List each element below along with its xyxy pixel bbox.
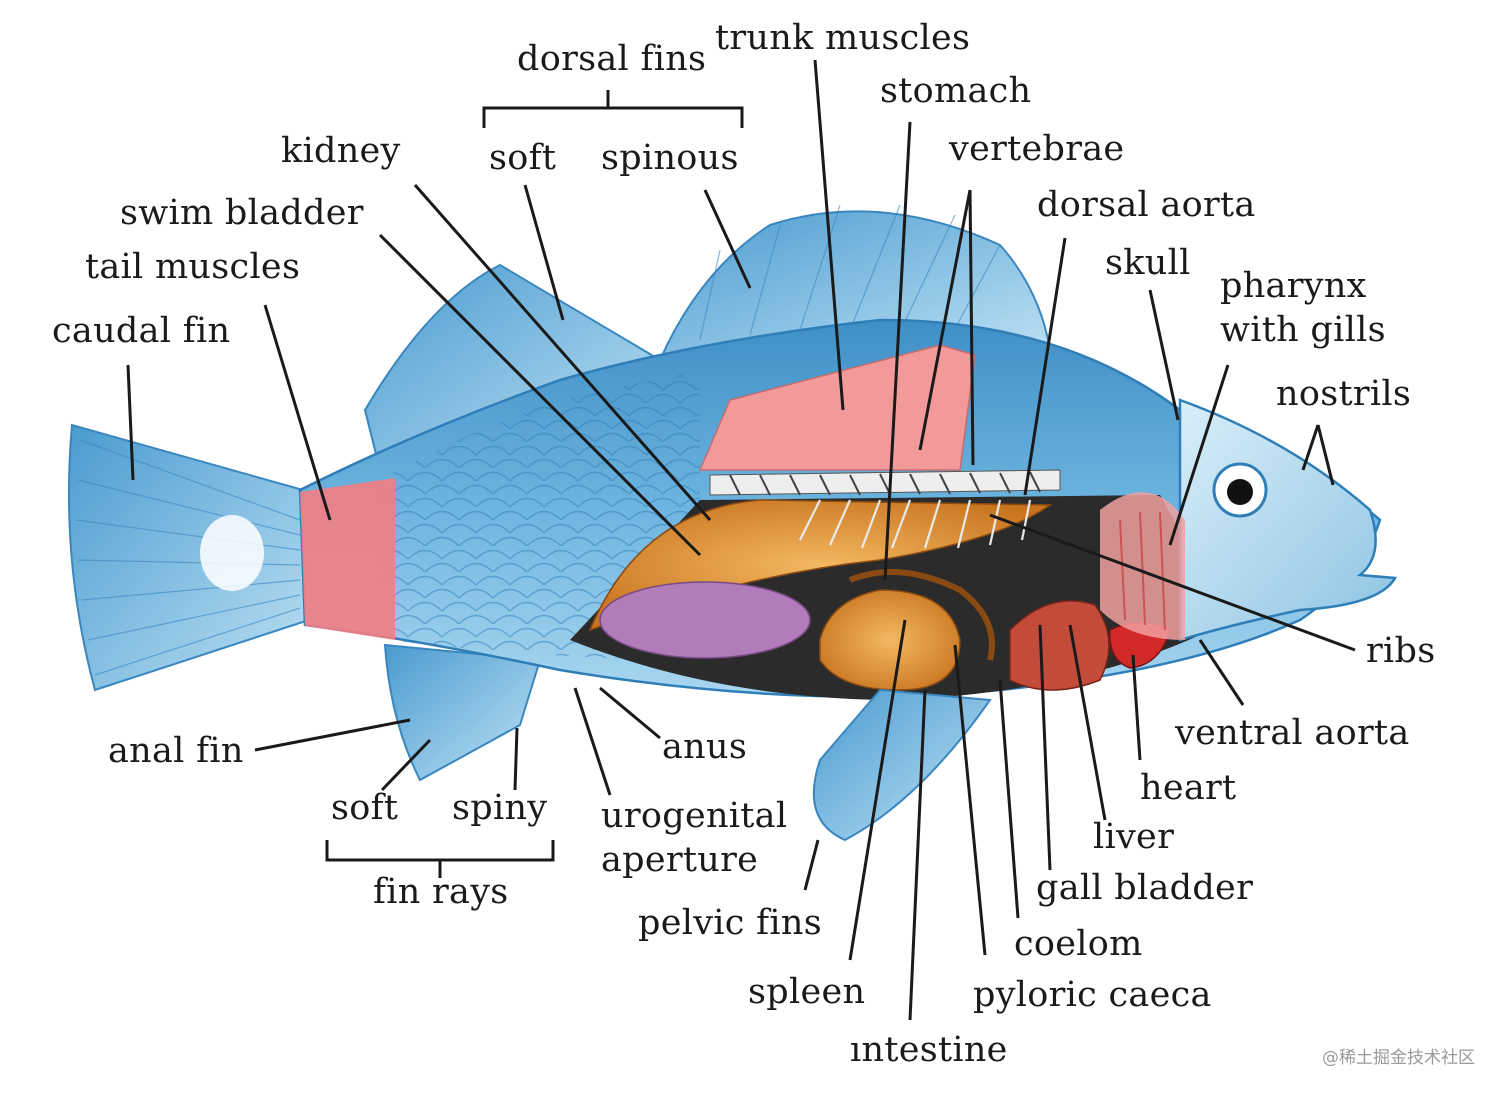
watermark-text: @稀土掘金技术社区 <box>1322 1048 1475 1068</box>
label-pharynx-line1: pharynx <box>1220 266 1367 306</box>
label-nostrils: nostrils <box>1276 374 1412 414</box>
label-ribs: ribs <box>1366 631 1436 671</box>
label-swim-bladder: swim bladder <box>120 193 364 233</box>
label-kidney: kidney <box>281 131 401 171</box>
label-trunk-muscles: trunk muscles <box>715 18 971 58</box>
intestine-shape <box>819 589 961 691</box>
label-spiny-ray: spiny <box>452 788 548 828</box>
label-soft-dorsal: soft <box>489 138 557 178</box>
label-anal-fin: anal fin <box>108 731 244 771</box>
fin-rays-bracket <box>325 840 555 878</box>
caudal-fin-shape <box>67 423 317 692</box>
label-pyloric-caeca: pyloric caeca <box>973 975 1212 1015</box>
label-urogenital-line1: urogenital <box>601 796 788 836</box>
tail-muscles-band <box>300 478 395 640</box>
label-dorsal-fins: dorsal fins <box>517 39 707 79</box>
label-intestine: ıntestine <box>850 1030 1008 1070</box>
label-caudal-fin: caudal fin <box>52 311 231 351</box>
label-coelom: coelom <box>1014 924 1143 964</box>
dorsal-fins-bracket <box>482 90 744 128</box>
label-spinous: spinous <box>601 138 739 178</box>
label-soft-ray: soft <box>331 788 399 828</box>
label-ventral-aorta: ventral aorta <box>1175 713 1410 753</box>
label-heart: heart <box>1140 768 1237 808</box>
label-pharynx-line2: with gills <box>1220 310 1386 350</box>
label-gall-bladder: gall bladder <box>1036 868 1254 908</box>
label-dorsal-aorta: dorsal aorta <box>1037 185 1256 225</box>
spleen-shape <box>599 581 811 659</box>
leader-lines <box>126 59 1356 1021</box>
pelvic-fin-shape <box>812 688 992 842</box>
label-skull: skull <box>1105 243 1191 283</box>
trunk-muscles-shape <box>698 344 976 471</box>
label-urogenital-line2: aperture <box>601 840 759 880</box>
label-pelvic-fins: pelvic fins <box>638 903 822 943</box>
label-tail-muscles: tail muscles <box>85 247 301 287</box>
label-anus: anus <box>662 727 748 767</box>
label-stomach: stomach <box>880 71 1032 111</box>
liver-shape <box>1009 600 1110 691</box>
label-liver: liver <box>1093 817 1175 857</box>
label-fin-rays: fin rays <box>373 872 509 912</box>
label-vertebrae: vertebrae <box>949 129 1125 169</box>
head-shape <box>1178 398 1398 642</box>
label-spleen: spleen <box>748 972 866 1012</box>
